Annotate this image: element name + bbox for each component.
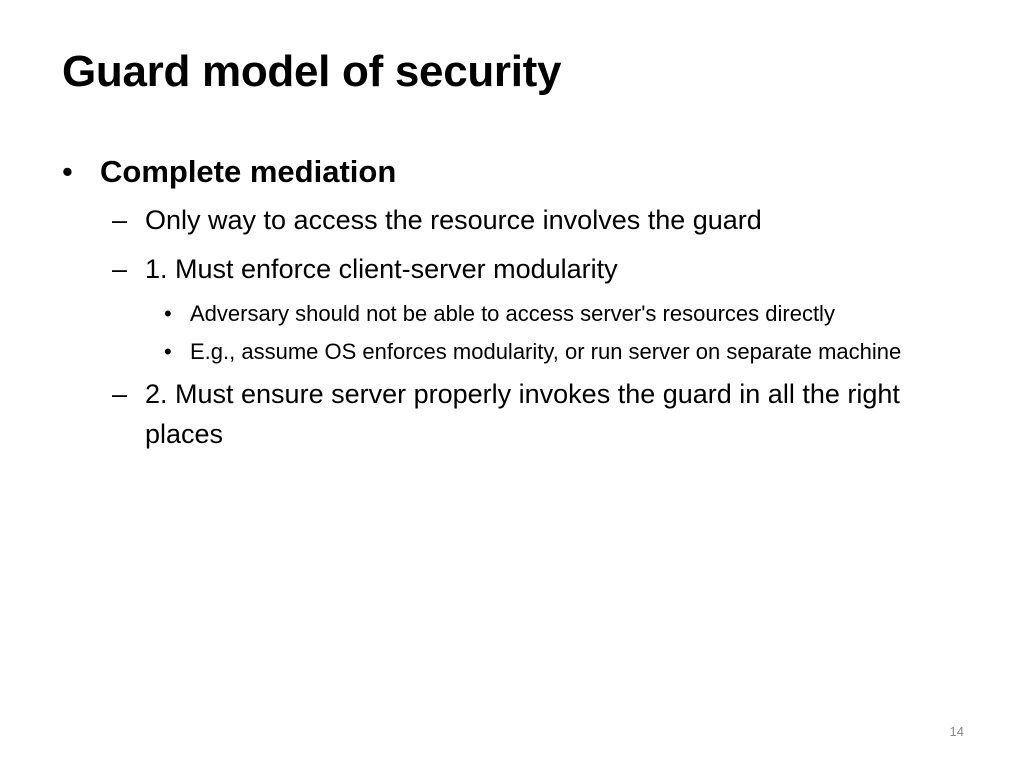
sub-bullet-text: 1. Must enforce client-server modularity [145, 254, 618, 284]
sub-bullet-item-client-server-modularity: – 1. Must enforce client-server modulari… [112, 249, 962, 289]
dash-marker: – [112, 379, 128, 409]
bullet-marker: • [62, 154, 73, 189]
dash-marker: – [112, 254, 128, 284]
sub-bullet-text: Only way to access the resource involves… [145, 205, 762, 235]
slide-title: Guard model of security [62, 47, 562, 96]
sub-sub-bullet-text: E.g., assume OS enforces modularity, or … [190, 339, 902, 364]
sub-sub-bullet-item-adversary: • Adversary should not be able to access… [162, 298, 962, 330]
bullet-text: Complete mediation [100, 154, 397, 189]
sub-sub-bullet-text: Adversary should not be able to access s… [190, 301, 835, 326]
page-number: 14 [949, 724, 964, 739]
sub-bullet-text: 2. Must ensure server properly invokes t… [145, 379, 900, 449]
bullet-marker: • [164, 301, 172, 326]
sub-bullet-item-only-way: – Only way to access the resource involv… [112, 200, 962, 240]
sub-sub-bullet-item-example: • E.g., assume OS enforces modularity, o… [162, 336, 962, 368]
bullet-marker: • [164, 339, 172, 364]
dash-marker: – [112, 205, 128, 235]
bullet-list: • Complete mediation – Only way to acces… [62, 150, 962, 463]
sub-bullet-item-invokes-guard: – 2. Must ensure server properly invokes… [112, 374, 962, 454]
bullet-item-complete-mediation: • Complete mediation [62, 150, 962, 194]
